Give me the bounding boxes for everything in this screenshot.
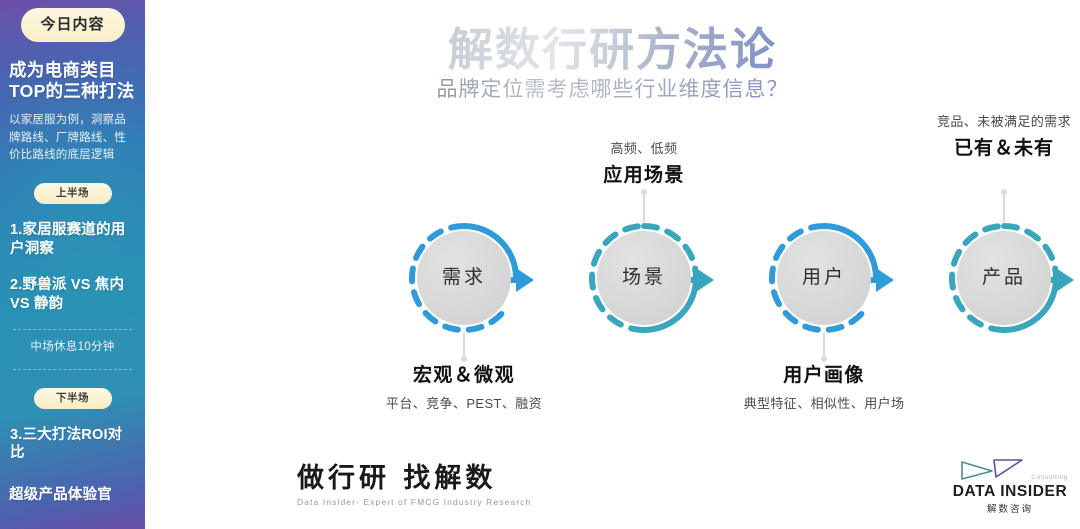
brand-name-cn: 解数咨询 — [986, 504, 1033, 515]
node-1-ring: 需求 — [406, 220, 534, 336]
sidebar-item-4[interactable]: 超级产品体验官 — [9, 487, 112, 504]
node-3-circle-label: 用户 — [801, 267, 846, 288]
page-subtitle: 品牌定位需考虑哪些行业维度信息？ — [145, 77, 1080, 102]
node-4-label: 竞品、未被满足的需求 已有＆未有 — [889, 113, 1080, 161]
node-3-ring: 用户 — [766, 220, 894, 336]
sidebar-heading: 成为电商类目TOP的三种打法 — [9, 60, 135, 102]
main-content: 解数行研方法论 品牌定位需考虑哪些行业维度信息？ 需求 宏观＆微观 平台、竞争、… — [145, 0, 1080, 529]
node-1-label: 宏观＆微观 平台、竞争、PEST、融资 — [349, 363, 579, 413]
node-3-detail: 典型特征、相似性、用户场 — [743, 395, 905, 411]
node-4-circle-label: 产品 — [981, 267, 1026, 288]
node-4-ring: 产品 — [946, 220, 1074, 336]
node-2-disc: 场景 — [597, 231, 691, 325]
sidebar-divider-bottom — [13, 368, 132, 370]
page-title: 解数行研方法论 — [145, 25, 1080, 75]
node-1-detail: 平台、竞争、PEST、融资 — [385, 395, 543, 411]
node-3-connector — [821, 333, 827, 362]
sidebar-subheading: 以家居服为例，洞察品牌路线、厂牌路线、性价比路线的底层逻辑 — [9, 113, 126, 162]
node-3-title: 用户画像 — [783, 365, 865, 386]
node-4-connector — [1001, 189, 1007, 222]
node-1-title: 宏观＆微观 — [412, 365, 515, 386]
footer-slogan: 做行研 找解数 Data Insider- Expert of FMCG Ind… — [297, 464, 531, 507]
node-3-label: 用户画像 典型特征、相似性、用户场 — [709, 363, 939, 413]
node-2-circle-label: 场景 — [621, 267, 666, 288]
node-2-connector — [641, 189, 647, 222]
node-1-circle-label: 需求 — [441, 267, 486, 288]
node-2-ring: 场景 — [586, 220, 714, 336]
sidebar: 今日内容 成为电商类目TOP的三种打法 以家居服为例，洞察品牌路线、厂牌路线、性… — [0, 0, 145, 529]
node-3-disc: 用户 — [777, 231, 871, 325]
node-4-disc: 产品 — [957, 231, 1051, 325]
brand-name: DATA INSIDER — [952, 482, 1068, 500]
node-2-label: 高频、低频 应用场景 — [529, 140, 759, 188]
sidebar-break-text: 中场休息10分钟 — [30, 340, 115, 353]
sidebar-divider-top — [13, 328, 132, 330]
sidebar-pill-first-half: 上半场 — [33, 183, 112, 205]
brand-logo: Consulting DATA INSIDER 解数咨询 — [950, 457, 1070, 515]
sidebar-item-3[interactable]: 3.三大打法ROI对比 — [10, 426, 123, 462]
sidebar-pill-second-half: 下半场 — [33, 387, 112, 409]
node-4-title: 已有＆未有 — [953, 137, 1054, 159]
bowtie-logo-icon: Consulting — [950, 457, 1070, 483]
node-4-detail: 竞品、未被满足的需求 — [936, 114, 1071, 129]
slogan-en: Data Insider- Expert of FMCG Industry Re… — [297, 497, 532, 507]
title-block: 解数行研方法论 品牌定位需考虑哪些行业维度信息？ — [145, 25, 1080, 102]
sidebar-badge-today: 今日内容 — [20, 8, 125, 42]
brand-tag: Consulting — [1031, 473, 1068, 481]
node-1-disc: 需求 — [417, 231, 511, 325]
node-2-title: 应用场景 — [603, 164, 685, 186]
sidebar-item-2[interactable]: 2.野兽派 VS 焦内 VS 静韵 — [10, 276, 125, 312]
sidebar-item-1[interactable]: 1.家居服赛道的用户洞察 — [10, 222, 126, 257]
node-1-connector — [461, 333, 467, 362]
slogan-cn: 做行研 找解数 — [297, 463, 497, 495]
node-2-detail: 高频、低频 — [610, 141, 678, 156]
